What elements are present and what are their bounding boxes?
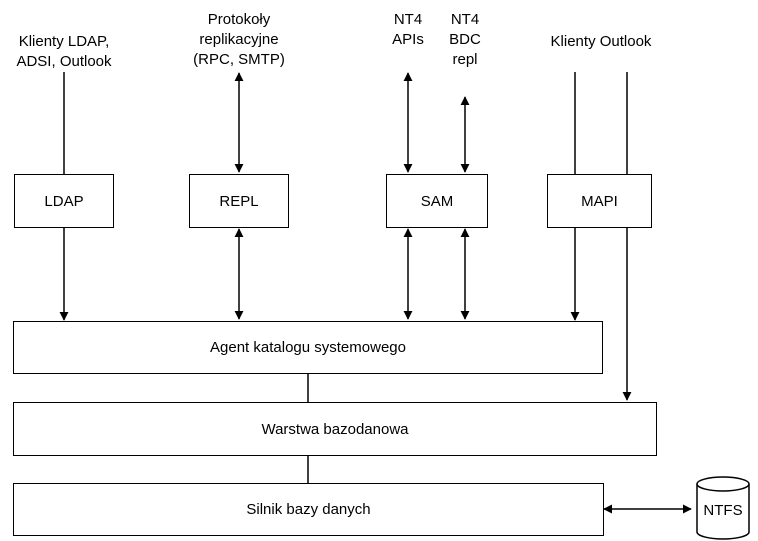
label-ldap-clients: Klienty LDAP, ADSI, Outlook (16, 33, 112, 70)
label-nt4-apis: NT4 APIs (392, 11, 424, 48)
database-engine-box: Silnik bazy danych (13, 483, 604, 536)
ntfs-storage-icon (696, 476, 750, 540)
mapi-box: MAPI (547, 174, 652, 228)
database-layer-box: Warstwa bazodanowa (13, 402, 657, 456)
sam-box: SAM (386, 174, 488, 228)
label-nt4-bdc-repl: NT4 BDC repl (449, 11, 481, 68)
label-outlook-clients: Klienty Outlook (550, 33, 652, 50)
ldap-box: LDAP (14, 174, 114, 228)
repl-box: REPL (189, 174, 289, 228)
directory-system-agent-box: Agent katalogu systemowego (13, 321, 603, 374)
ntfs-label: NTFS (703, 502, 743, 519)
label-replication-protocols: Protokoły replikacyjne (RPC, SMTP) (193, 11, 285, 68)
